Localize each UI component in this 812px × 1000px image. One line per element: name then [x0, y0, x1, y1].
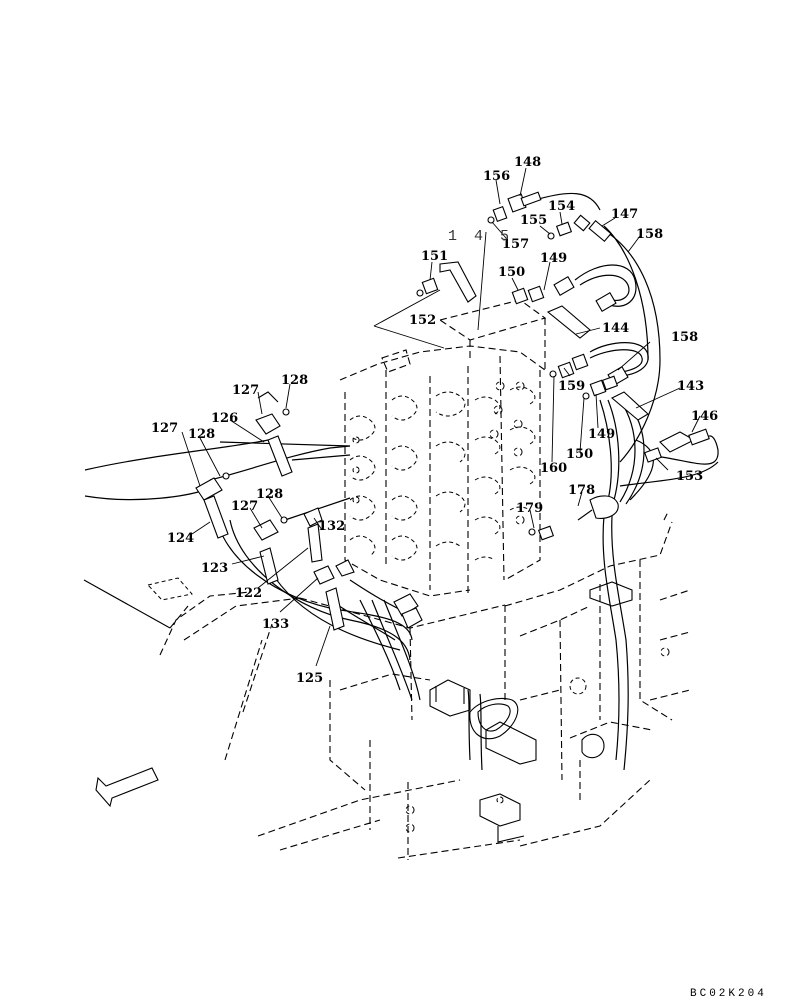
callout-128-low: 128: [256, 487, 283, 502]
callout-157: 157: [502, 237, 529, 252]
leader-lines: [181, 167, 701, 667]
callout-160: 160: [540, 461, 567, 476]
callout-127-middle: 127: [151, 421, 178, 436]
callout-154: 154: [548, 199, 575, 214]
callout-148: 148: [514, 155, 541, 170]
callout-159: 159: [558, 379, 585, 394]
callout-132: 132: [318, 519, 345, 534]
callout-150-lower: 150: [566, 447, 593, 462]
callout-178: 178: [568, 483, 595, 498]
control-valve-block: [339, 299, 547, 597]
callout-127-top: 127: [232, 383, 259, 398]
callout-labels: 148 156 154 155 147 157 158 151 150 149 …: [151, 155, 718, 686]
callout-155: 155: [520, 213, 547, 228]
callout-143: 143: [677, 379, 704, 394]
callout-146: 146: [691, 409, 718, 424]
callout-149-upper: 149: [540, 251, 567, 266]
callout-153: 153: [676, 469, 703, 484]
callout-125: 125: [296, 671, 323, 686]
callout-152: 152: [409, 313, 436, 328]
callout-144: 144: [602, 321, 629, 336]
callout-151: 151: [421, 249, 448, 264]
front-direction-arrow-icon: [95, 767, 159, 808]
hose-lines: [84, 192, 719, 771]
callout-122: 122: [235, 586, 262, 601]
callout-123: 123: [201, 561, 228, 576]
callout-128-middle: 128: [188, 427, 215, 442]
callout-156: 156: [483, 169, 510, 184]
callout-133: 133: [262, 617, 289, 632]
callout-150-upper: 150: [498, 265, 525, 280]
callout-127-low: 127: [231, 499, 258, 514]
callout-126: 126: [211, 411, 238, 426]
callout-147: 147: [611, 207, 638, 222]
callout-124: 124: [167, 531, 194, 546]
machine-frame-outline: [83, 511, 691, 860]
callout-158-upper: 158: [636, 227, 663, 242]
callout-145: 1 4 5: [448, 228, 513, 245]
callout-158-lower: 158: [671, 330, 698, 345]
callout-149-lower: 149: [588, 427, 615, 442]
callout-179: 179: [516, 501, 543, 516]
drawing-code: BC02K204: [690, 988, 767, 1000]
callout-128-top: 128: [281, 373, 308, 388]
fittings: [195, 191, 710, 843]
hose-fitting-148: [507, 191, 542, 213]
fitting-127-top: [255, 391, 290, 435]
